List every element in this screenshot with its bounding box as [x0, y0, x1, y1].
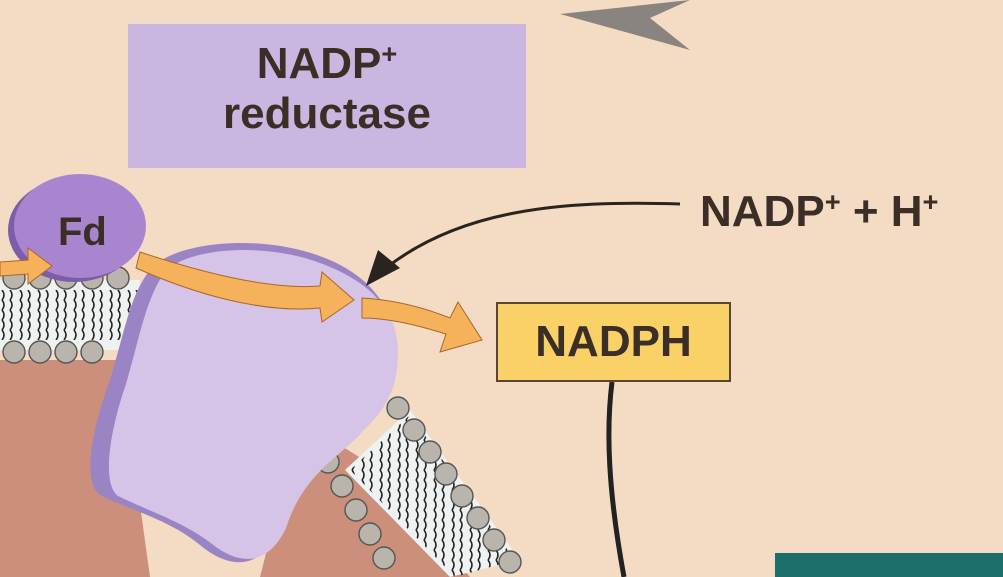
- nadph-line: [609, 382, 624, 577]
- fd-label: Fd: [58, 212, 107, 252]
- nadph-label: NADPH: [496, 320, 731, 364]
- teal-bar: [775, 553, 1003, 577]
- substrate-arrow: [386, 203, 680, 268]
- enzyme-subtitle: reductase: [128, 92, 526, 136]
- substrate-arrow-head: [366, 250, 400, 286]
- enzyme-title: NADP+: [128, 40, 526, 86]
- gray-arrow-shape: [560, 0, 690, 50]
- reactant-label: NADP+ + H+: [700, 188, 938, 234]
